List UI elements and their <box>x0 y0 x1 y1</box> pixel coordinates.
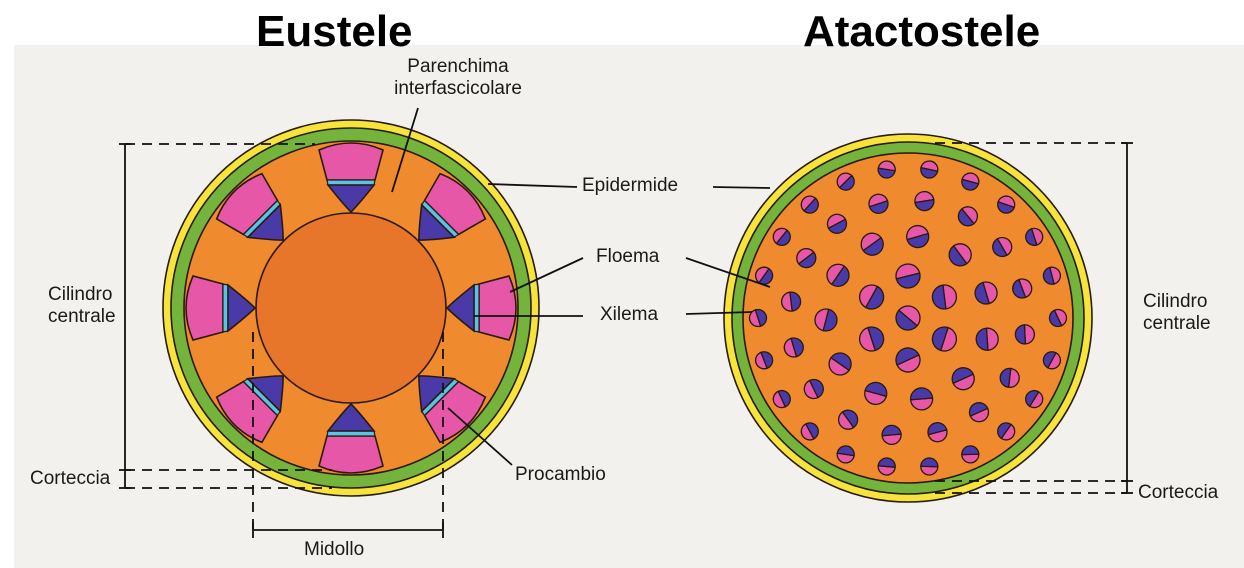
bundle-phloem <box>186 276 223 340</box>
atactostele-bundle <box>921 458 939 476</box>
cilindro-left-line1: Cilindro <box>48 284 116 306</box>
bundle-phloem <box>479 276 516 340</box>
epidermide-label: Epidermide <box>582 175 678 197</box>
parenchima-label: Parenchima interfascicolare <box>368 56 548 101</box>
atactostele-bundle <box>1015 324 1035 344</box>
cilindro-right-line2: centrale <box>1143 313 1211 335</box>
cilindro-centrale-left-label: Cilindro centrale <box>48 284 116 329</box>
cilindro-left-line2: centrale <box>48 306 116 328</box>
corteccia-left-label: Corteccia <box>30 468 110 490</box>
xilema-label: Xilema <box>600 304 658 326</box>
procambio-label: Procambio <box>515 464 606 486</box>
epidermide-leader-right <box>713 187 770 188</box>
bundle-phloem <box>319 436 383 473</box>
atactostele-title: Atactostele <box>803 10 1040 54</box>
parenchima-label-line1: Parenchima <box>368 56 548 78</box>
atactostele-bundle <box>877 457 895 475</box>
atactostele-section <box>724 134 1092 502</box>
corteccia-right-label: Corteccia <box>1138 482 1218 504</box>
atactostele-bundle <box>975 327 998 350</box>
eustele-title: Eustele <box>256 10 413 54</box>
midollo-label: Midollo <box>304 539 364 561</box>
cilindro-right-line1: Cilindro <box>1143 291 1211 313</box>
cilindro-centrale-right-label: Cilindro centrale <box>1143 291 1211 336</box>
parenchima-label-line2: interfascicolare <box>368 78 548 100</box>
eustele-pith <box>256 213 446 403</box>
atactostele-bundle <box>962 446 979 463</box>
floema-label: Floema <box>596 246 659 268</box>
bundle-phloem <box>319 143 383 180</box>
